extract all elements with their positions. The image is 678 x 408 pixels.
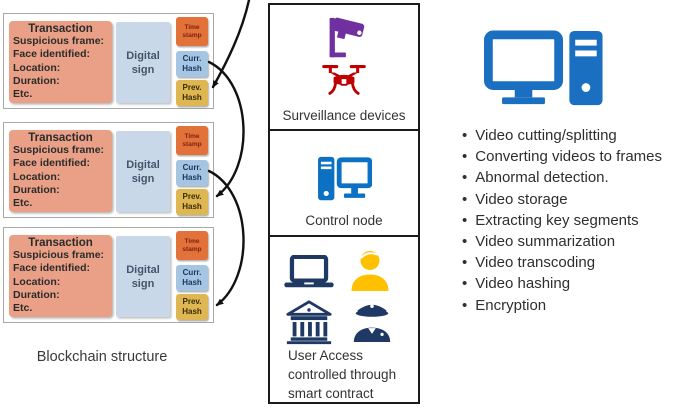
processing-item: Converting videos to frames: [462, 146, 662, 167]
transaction-field: Location:: [13, 170, 61, 183]
transaction-field: Etc.: [13, 197, 33, 210]
user-access-label: User Access controlled through smart con…: [288, 348, 397, 401]
transaction-field: Etc.: [13, 88, 33, 101]
curr-hash-box: Curr. Hash: [176, 265, 208, 291]
transaction-field: Duration:: [13, 183, 60, 196]
police-officer-icon: [353, 304, 391, 342]
transaction-field: Location:: [13, 61, 61, 74]
transaction-title: Transaction: [28, 23, 93, 35]
blockchain-caption: Blockchain structure: [36, 349, 168, 365]
processing-item: Video hashing: [462, 273, 662, 294]
transaction-fields: Suspicious frame:Face identified:Locatio…: [9, 249, 112, 315]
digital-sign-box: Digital sign: [116, 22, 170, 103]
curr-hash-box: Curr. Hash: [176, 160, 208, 186]
transaction-fields: Suspicious frame:Face identified:Locatio…: [9, 144, 112, 210]
processing-item: Video transcoding: [462, 252, 662, 273]
processing-item: Extracting key segments: [462, 210, 662, 231]
processing-item: Video cutting/splitting: [462, 125, 662, 146]
transaction-field: Etc.: [13, 302, 33, 315]
arrow-top-to-prevhash-1: [211, 0, 251, 89]
blockchain-block: Transaction Suspicious frame:Face identi…: [3, 13, 214, 109]
transaction-title: Transaction: [28, 132, 93, 144]
transaction-field: Face identified:: [13, 262, 91, 275]
transaction-box: Transaction Suspicious frame:Face identi…: [9, 235, 112, 317]
time-stamp-box: Time stamp: [176, 231, 208, 260]
user-icon: [351, 251, 389, 291]
transaction-field: Face identified:: [13, 157, 91, 170]
prev-hash-box: Prev. Hash: [176, 80, 208, 106]
prev-hash-box: Prev. Hash: [176, 294, 208, 320]
time-stamp-box: Time stamp: [176, 17, 208, 46]
control-node-cell: Control node: [270, 129, 418, 235]
laptop-icon: [284, 255, 334, 288]
digital-sign-box: Digital sign: [116, 236, 170, 317]
cctv-camera-icon: [329, 17, 365, 58]
time-stamp-box: Time stamp: [176, 126, 208, 155]
prev-hash-box: Prev. Hash: [176, 189, 208, 215]
arrow-currhash2-to-prevhash-3: [207, 169, 245, 307]
arrow-currhash1-to-prevhash-2: [207, 60, 245, 198]
drone-icon: [322, 64, 366, 95]
transaction-title: Transaction: [28, 237, 93, 249]
processing-item: Abnormal detection.: [462, 167, 662, 188]
transaction-field: Duration:: [13, 288, 60, 301]
transaction-field: Location:: [13, 275, 61, 288]
transaction-field: Duration:: [13, 74, 60, 87]
curr-hash-box: Curr. Hash: [176, 51, 208, 77]
blockchain-block: Transaction Suspicious frame:Face identi…: [3, 227, 214, 323]
control-node-label: Control node: [305, 213, 383, 228]
transaction-field: Face identified:: [13, 48, 91, 61]
transaction-field: Suspicious frame:: [13, 249, 105, 261]
transaction-box: Transaction Suspicious frame:Face identi…: [9, 130, 112, 212]
digital-sign-box: Digital sign: [116, 131, 170, 212]
pipeline-column: Surveillance devices Control node: [268, 3, 420, 404]
surveillance-devices-cell: Surveillance devices: [270, 5, 418, 129]
transaction-field: Suspicious frame:: [13, 35, 105, 47]
processing-item: Encryption: [462, 295, 662, 316]
processing-item: Video storage: [462, 189, 662, 210]
bank-icon: [286, 300, 332, 345]
processing-capabilities-list: Video cutting/splittingConverting videos…: [462, 125, 662, 316]
blockchain-block: Transaction Suspicious frame:Face identi…: [3, 122, 214, 218]
workstation-icon: [484, 30, 603, 106]
user-access-cell: User Access controlled through smart con…: [270, 235, 418, 402]
transaction-field: Suspicious frame:: [13, 144, 105, 156]
desktop-computer-icon: [318, 156, 372, 201]
processing-item: Video summarization: [462, 231, 662, 252]
transaction-box: Transaction Suspicious frame:Face identi…: [9, 21, 112, 103]
transaction-fields: Suspicious frame:Face identified:Locatio…: [9, 35, 112, 101]
surveillance-devices-label: Surveillance devices: [282, 108, 406, 123]
